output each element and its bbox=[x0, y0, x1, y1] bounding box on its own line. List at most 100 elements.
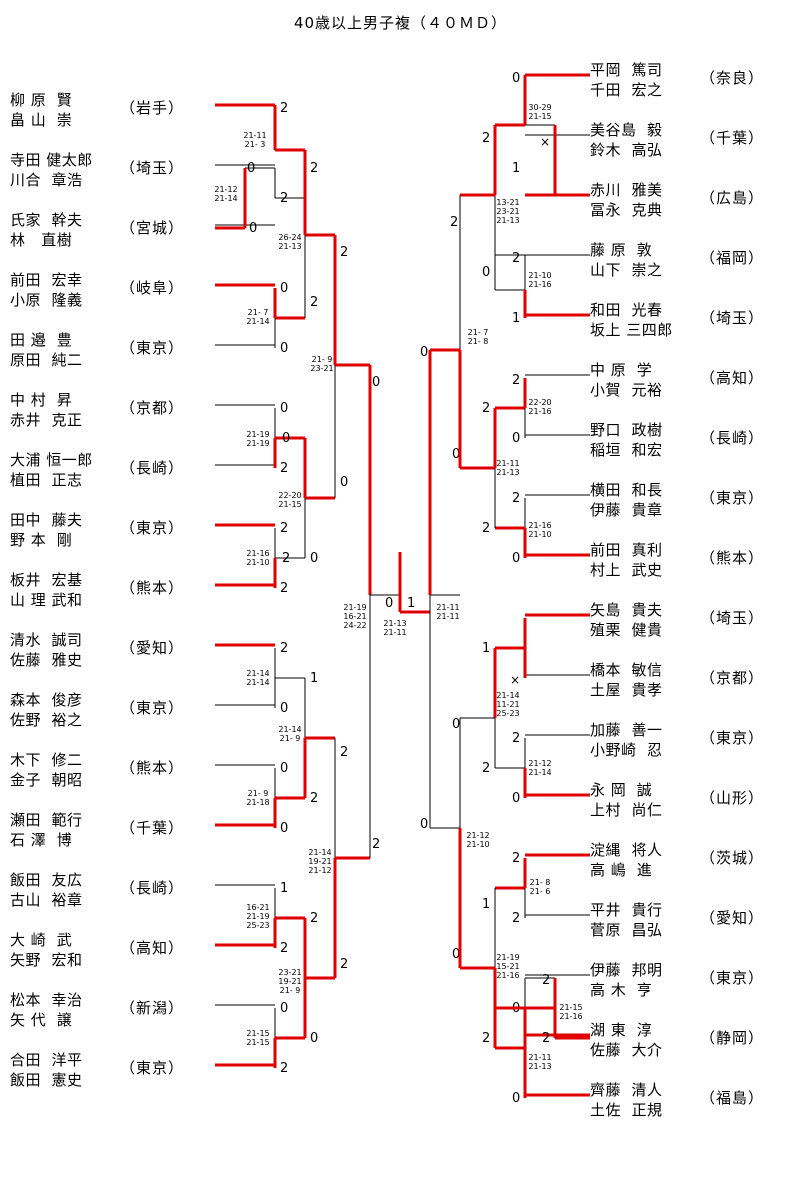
player-name: 湖 東 淳 bbox=[590, 1021, 653, 1039]
player-name: 田中 藤夫 bbox=[10, 511, 83, 529]
game-score: 23-21 bbox=[310, 364, 333, 373]
prefecture-label: （熊本） bbox=[120, 579, 185, 597]
game-score: 21-11 bbox=[436, 612, 459, 621]
game-score: 21-15 bbox=[559, 1003, 582, 1012]
game-score: 21-19 bbox=[496, 953, 519, 962]
player-name: 大 崎 武 bbox=[10, 931, 73, 949]
player-name: 坂上 三四郎 bbox=[590, 321, 673, 339]
player-name: 鈴木 高弘 bbox=[590, 141, 663, 159]
player-name: 矢野 宏和 bbox=[10, 951, 83, 969]
player-name: 佐野 裕之 bbox=[10, 711, 83, 729]
game-score: 21-14 bbox=[246, 678, 269, 687]
set-count: 0 bbox=[282, 431, 290, 446]
prefecture-label: （長崎） bbox=[120, 879, 185, 897]
set-count: 0 bbox=[512, 1091, 520, 1106]
game-score: 22-20 bbox=[528, 398, 551, 407]
player-name: 赤川 雅美 bbox=[590, 181, 663, 199]
player-name: 木下 修二 bbox=[10, 751, 83, 769]
player-name: 伊藤 貴章 bbox=[590, 501, 663, 519]
set-count: 2 bbox=[512, 731, 520, 746]
prefecture-label: （東京） bbox=[700, 729, 765, 747]
game-score: 21-11 bbox=[243, 131, 266, 140]
player-name: 冨永 克典 bbox=[590, 201, 663, 219]
player-name: 原田 純二 bbox=[10, 351, 83, 369]
game-score: 21-19 bbox=[246, 439, 269, 448]
set-count: 1 bbox=[512, 311, 520, 326]
set-count: 0 bbox=[512, 71, 520, 86]
set-count: 0 bbox=[280, 821, 288, 836]
set-count: 2 bbox=[310, 161, 318, 176]
game-score: 21-15 bbox=[246, 1029, 269, 1038]
player-name: 土佐 正規 bbox=[590, 1101, 663, 1119]
game-score: 26-24 bbox=[278, 233, 301, 242]
prefecture-label: （山形） bbox=[700, 789, 765, 807]
set-count: 0 bbox=[280, 761, 288, 776]
player-name: 川合 章浩 bbox=[10, 171, 83, 189]
player-name: 飯田 憲史 bbox=[10, 1071, 83, 1089]
player-name: 稲垣 和宏 bbox=[590, 441, 663, 459]
game-score: 21-15 bbox=[246, 1038, 269, 1047]
set-count: 0 bbox=[512, 551, 520, 566]
prefecture-label: （京都） bbox=[120, 399, 185, 417]
set-count: 0 bbox=[280, 401, 288, 416]
set-count: 2 bbox=[542, 1031, 550, 1046]
prefecture-label: （埼玉） bbox=[700, 309, 765, 327]
set-count: 2 bbox=[310, 911, 318, 926]
player-name: 小原 隆義 bbox=[10, 291, 83, 309]
player-name: 石 澤 博 bbox=[10, 831, 73, 849]
game-score: 21-13 bbox=[278, 242, 301, 251]
prefecture-label: （奈良） bbox=[700, 69, 765, 87]
prefecture-label: （福島） bbox=[700, 1089, 765, 1107]
game-score: 21-14 bbox=[528, 768, 551, 777]
player-name: 上村 尚仁 bbox=[590, 801, 663, 819]
set-count: 2 bbox=[280, 521, 288, 536]
player-name: 菅原 昌弘 bbox=[590, 921, 663, 939]
player-name: 淀縄 将人 bbox=[590, 841, 663, 859]
set-count: 0 bbox=[452, 947, 460, 962]
game-score: 15-21 bbox=[496, 962, 519, 971]
game-score: 21- 3 bbox=[245, 140, 266, 149]
set-count: 2 bbox=[280, 641, 288, 656]
set-count: 2 bbox=[512, 911, 520, 926]
game-score: 24-22 bbox=[343, 621, 366, 630]
game-score: 23-21 bbox=[496, 207, 519, 216]
game-score: 21- 8 bbox=[530, 878, 551, 887]
prefecture-label: （東京） bbox=[120, 1059, 185, 1077]
set-count: 0 bbox=[340, 475, 348, 490]
set-count: 2 bbox=[280, 1061, 288, 1076]
prefecture-label: （千葉） bbox=[700, 129, 765, 147]
set-count: 2 bbox=[482, 1031, 490, 1046]
set-count: 2 bbox=[280, 461, 288, 476]
game-score: 21-12 bbox=[308, 866, 331, 875]
game-score: 19-21 bbox=[278, 977, 301, 986]
set-count: 2 bbox=[310, 295, 318, 310]
game-score: 21-13 bbox=[496, 468, 519, 477]
player-name: 赤井 克正 bbox=[10, 411, 83, 429]
player-name: 合田 洋平 bbox=[10, 1051, 83, 1069]
prefecture-label: （高知） bbox=[700, 369, 765, 387]
set-count: 0 bbox=[310, 1031, 318, 1046]
set-count: 0 bbox=[372, 375, 380, 390]
game-score: 25-23 bbox=[496, 709, 519, 718]
prefecture-label: （長崎） bbox=[120, 459, 185, 477]
prefecture-label: （東京） bbox=[700, 489, 765, 507]
player-name: 平井 貴行 bbox=[590, 901, 663, 919]
player-name: 橋本 敏信 bbox=[590, 661, 663, 679]
set-count: 1 bbox=[512, 161, 520, 176]
game-score: 21-14 bbox=[214, 194, 237, 203]
set-count: 2 bbox=[282, 551, 290, 566]
game-score: 21-16 bbox=[246, 549, 269, 558]
player-name: 矢 代 譲 bbox=[10, 1011, 73, 1029]
prefecture-label: （新潟） bbox=[120, 999, 185, 1017]
set-count: 2 bbox=[512, 491, 520, 506]
x-mark: × bbox=[510, 673, 520, 687]
player-name: 畠 山 崇 bbox=[10, 111, 73, 129]
player-name: 齊藤 清人 bbox=[590, 1081, 663, 1099]
set-count: 2 bbox=[482, 521, 490, 536]
set-count: 2 bbox=[340, 957, 348, 972]
game-score: 21-16 bbox=[528, 407, 551, 416]
player-name: 山 理 武和 bbox=[10, 591, 83, 609]
game-score: 21-15 bbox=[528, 112, 551, 121]
game-score: 21-18 bbox=[246, 798, 269, 807]
player-name: 高 木 亨 bbox=[590, 981, 653, 999]
